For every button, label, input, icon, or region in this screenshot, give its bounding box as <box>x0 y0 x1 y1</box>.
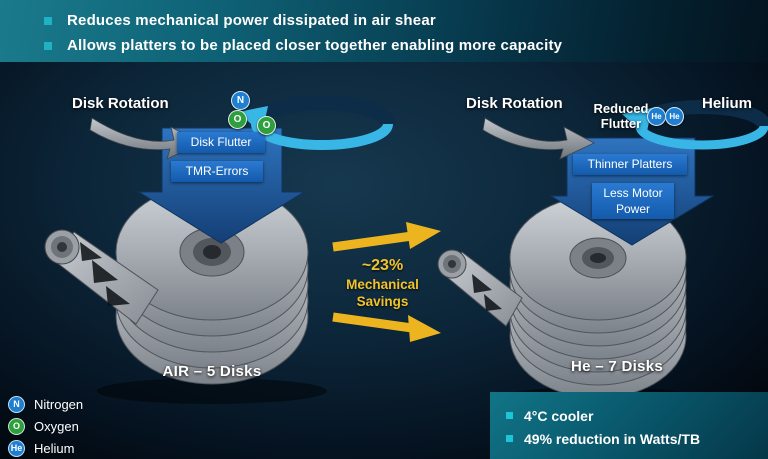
results-bullet-row-1: 4°C cooler <box>506 404 768 427</box>
legend-label: Oxygen <box>34 418 79 434</box>
savings-arrow-bottom <box>332 312 441 342</box>
right-actuator-arm <box>437 249 523 327</box>
nitrogen-swatch-icon: N <box>8 395 25 413</box>
header-banner: Reduces mechanical power dissipated in a… <box>0 0 768 62</box>
header-bullet-1-text: Reduces mechanical power dissipated in a… <box>67 12 436 29</box>
oxygen-molecule-icon: O <box>257 116 276 135</box>
nitrogen-molecule-icon: N <box>231 91 250 110</box>
savings-word-2: Savings <box>356 294 409 309</box>
callout-disk-flutter: Disk Flutter <box>177 132 265 153</box>
results-bullet-2-text: 49% reduction in Watts/TB <box>524 430 701 447</box>
callout-thinner-platters: Thinner Platters <box>573 154 687 175</box>
helium-molecule-icon: He <box>647 107 666 126</box>
ribbon-arrowhead-icon <box>622 108 652 136</box>
legend-row-oxygen: O Oxygen <box>8 415 83 437</box>
bullet-square-icon <box>506 412 513 419</box>
right-rotation-arrow <box>482 117 595 160</box>
header-bullet-2-text: Allows platters to be placed closer toge… <box>67 37 563 54</box>
left-disk-shadow <box>97 378 327 404</box>
savings-word-1: Mechanical <box>346 277 419 292</box>
results-bullet-row-2: 49% reduction in Watts/TB <box>506 427 768 450</box>
callout-less-motor-power: Less Motor Power <box>592 183 674 219</box>
legend-label: Nitrogen <box>34 396 84 412</box>
bullet-square-icon <box>44 16 52 25</box>
left-actuator-arm <box>44 229 159 325</box>
header-bullet-row-1: Reduces mechanical power dissipated in a… <box>44 8 768 33</box>
right-disk-label: He – 7 Disks <box>571 358 663 375</box>
results-bullet-1-text: 4°C cooler <box>524 407 594 424</box>
oxygen-molecule-icon: O <box>228 110 247 129</box>
right-disk-stack <box>509 195 687 399</box>
callout-tmr-errors: TMR-Errors <box>171 161 263 182</box>
left-disk-label: AIR – 5 Disks <box>162 363 262 380</box>
savings-annotation: ~23% Mechanical Savings <box>325 255 440 310</box>
oxygen-swatch-icon: O <box>8 417 25 435</box>
left-disk-stack <box>115 183 309 385</box>
right-helium-ribbon <box>622 100 768 150</box>
legend-label: Helium <box>34 440 75 456</box>
savings-arrow-top <box>332 222 441 252</box>
helium-gas-label: Helium <box>702 95 753 112</box>
bullet-square-icon <box>506 435 513 442</box>
helium-molecule-icon: He <box>665 107 684 126</box>
gas-legend: N Nitrogen O Oxygen He Helium <box>8 393 83 459</box>
helium-swatch-icon: He <box>8 439 25 457</box>
header-bullet-row-2: Allows platters to be placed closer toge… <box>44 33 768 58</box>
right-rotation-label: Disk Rotation <box>466 95 563 112</box>
results-panel: 4°C cooler 49% reduction in Watts/TB <box>490 392 768 459</box>
reduced-flutter-note: Reduced Flutter <box>593 101 649 131</box>
left-rotation-label: Disk Rotation <box>72 95 169 112</box>
bullet-square-icon <box>44 41 52 50</box>
savings-percent: ~23% <box>361 257 404 274</box>
legend-row-helium: He Helium <box>8 437 83 459</box>
legend-row-nitrogen: N Nitrogen <box>8 393 83 415</box>
